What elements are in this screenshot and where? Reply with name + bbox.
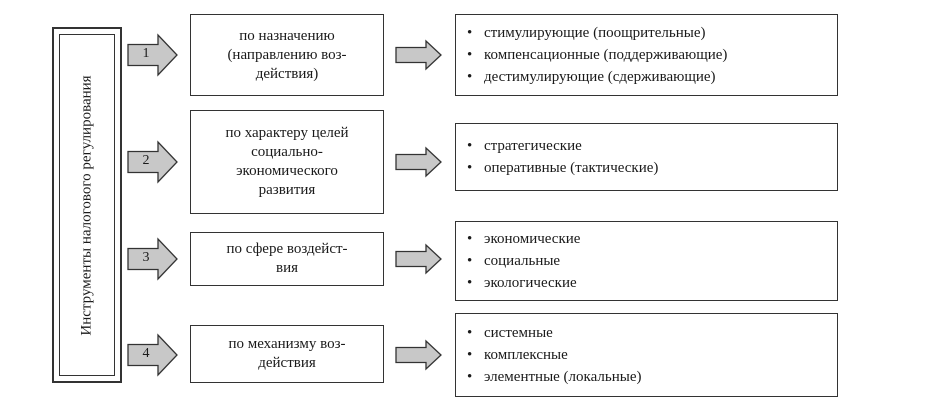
list-item: компенсационные (поддерживающие) (467, 44, 837, 66)
connector-arrow-1 (395, 39, 442, 71)
list-item: дестимулирующие (сдерживающие) (467, 66, 837, 88)
connector-arrow-2 (395, 146, 442, 178)
list-item: системные (467, 322, 837, 344)
criterion-box-2: по характеру целей социально-экономическо… (190, 110, 384, 214)
criterion-box-3: по сфере воздейст-вия (190, 232, 384, 286)
criterion-line: экономического (236, 163, 338, 179)
title-box-inner: Инструменты налогового регулирования (59, 34, 115, 376)
types-list-box-2: стратегическиеоперативные (тактические) (455, 123, 838, 191)
connector-arrow-4 (395, 339, 442, 371)
row-number: 1 (142, 46, 150, 61)
list-item: экономические (467, 228, 837, 250)
criterion-box-4: по механизму воз-действия (190, 325, 384, 383)
row-number: 2 (142, 153, 150, 168)
criterion-box-1: по назначению (направлению воз-действия) (190, 14, 384, 96)
criterion-line: развития (258, 182, 316, 198)
criterion-line: по сфере воздейст- (226, 241, 348, 257)
criterion-line: вия (275, 260, 298, 276)
number-arrow-1 (127, 33, 178, 77)
list-item: стимулирующие (поощрительные) (467, 22, 837, 44)
list-item: социальные (467, 250, 837, 272)
diagram-title: Инструменты налогового регулирования (78, 74, 95, 336)
list-item: стратегические (467, 135, 837, 157)
list-item: оперативные (тактические) (467, 157, 837, 179)
criterion-line: действия (258, 355, 316, 371)
criterion-line: действия) (255, 65, 319, 82)
criterion-line: социально- (251, 144, 323, 160)
list-item: элементные (локальные) (467, 366, 837, 388)
criterion-line: по назначению (239, 27, 335, 44)
number-arrow-4 (127, 333, 178, 377)
row-number: 3 (142, 250, 150, 265)
connector-arrow-3 (395, 243, 442, 275)
types-list-box-3: экономическиесоциальныеэкологические (455, 221, 838, 301)
row-number: 4 (142, 346, 150, 361)
types-list-box-1: стимулирующие (поощрительные)компенсацио… (455, 14, 838, 96)
criterion-line: по характеру целей (225, 125, 349, 141)
criterion-line: по механизму воз- (228, 336, 346, 352)
number-arrow-2 (127, 140, 178, 184)
types-list-box-4: системныекомплексныеэлементные (локальны… (455, 313, 838, 397)
title-box: Инструменты налогового регулирования (52, 27, 122, 383)
number-arrow-3 (127, 237, 178, 281)
list-item: комплексные (467, 344, 837, 366)
criterion-line: (направлению воз- (227, 46, 347, 63)
list-item: экологические (467, 272, 837, 294)
